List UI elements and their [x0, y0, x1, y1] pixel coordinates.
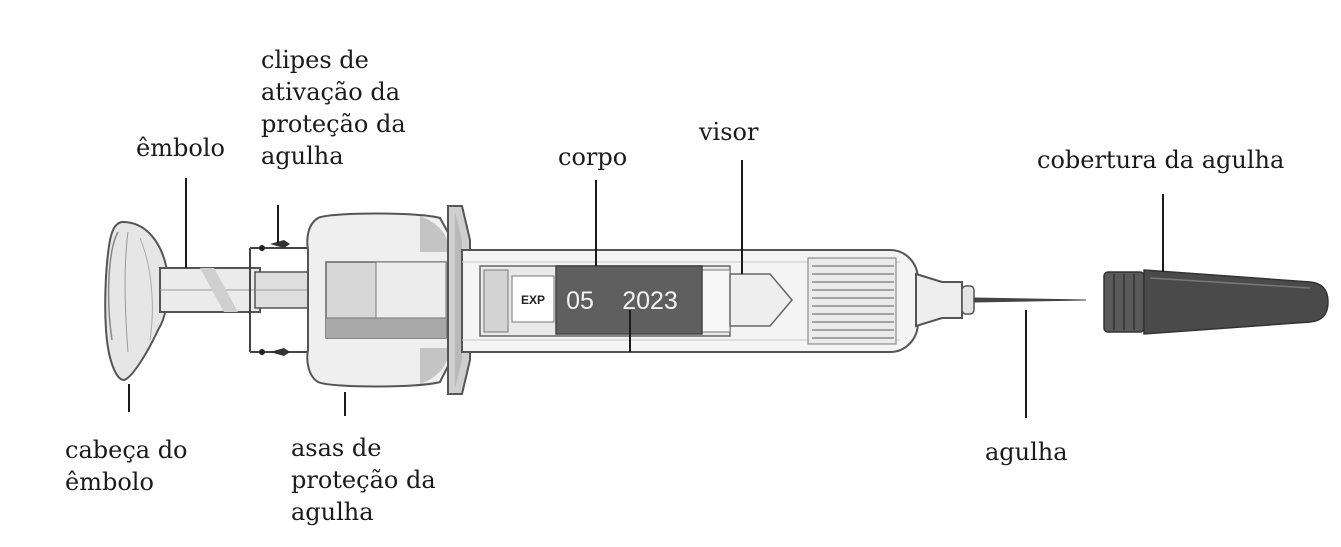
plunger-head — [104, 220, 170, 382]
needle-hub — [915, 272, 975, 328]
needle — [973, 297, 1087, 303]
needle-cover — [1103, 269, 1329, 335]
expiry-label: EXP 05 2023 — [511, 265, 703, 335]
label-asas: asas de proteção da agulha — [291, 434, 436, 526]
expiry-prefix: EXP — [521, 293, 545, 307]
label-embolo: êmbolo — [136, 134, 225, 162]
needle-guard-wings — [306, 212, 451, 388]
label-visor: visor — [699, 118, 759, 146]
expiry-year: 2023 — [622, 287, 678, 315]
expiry-month: 05 — [566, 287, 594, 315]
label-corpo: corpo — [558, 143, 628, 171]
label-cabeca: cabeça do êmbolo — [65, 436, 188, 496]
activation-clips — [249, 240, 312, 356]
label-clipes: clipes de ativação da proteção da agulha — [261, 46, 406, 170]
label-agulha: agulha — [985, 438, 1068, 466]
label-cobertura: cobertura da agulha — [1037, 146, 1285, 174]
leader-lines — [128, 160, 1164, 418]
